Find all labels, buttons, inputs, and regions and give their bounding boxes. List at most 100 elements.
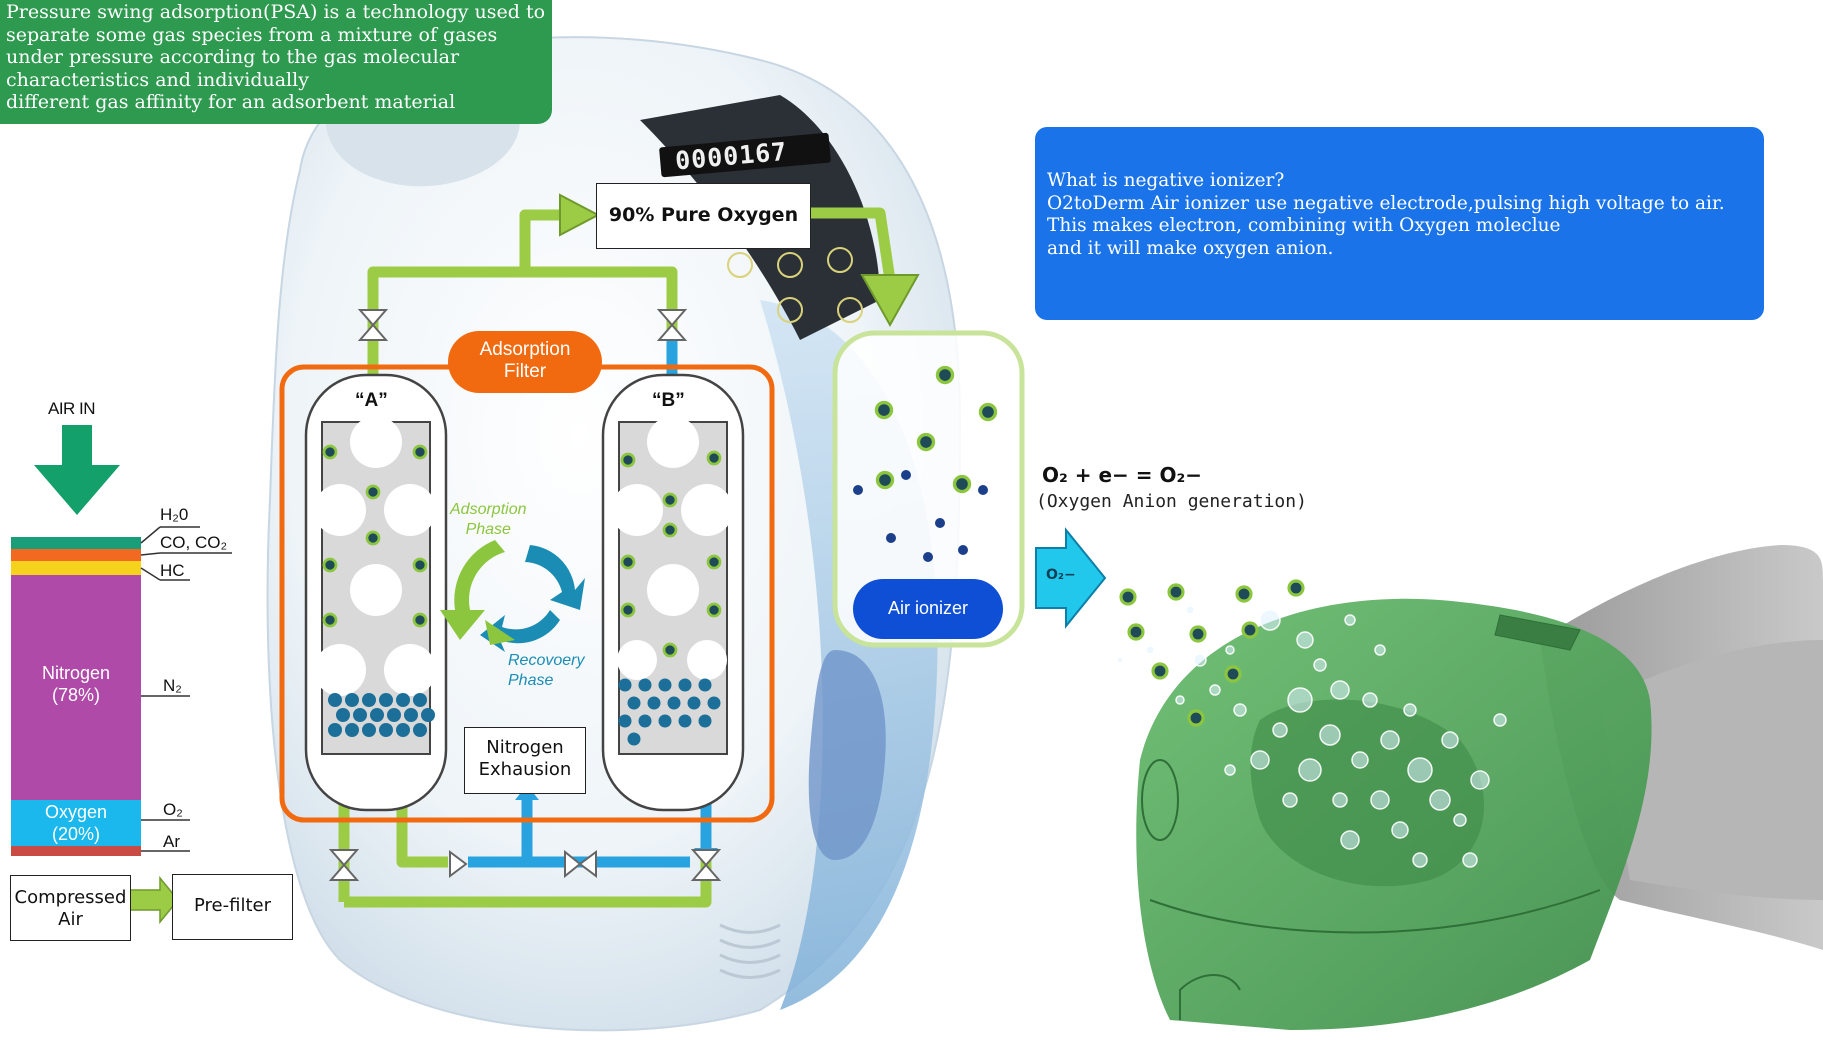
bubble-icon [1462,852,1478,868]
oxygen-molecule-icon [412,444,428,460]
electron-dot-icon [370,708,384,722]
electron-dot-icon [396,693,410,707]
electron-dot-icon [379,723,393,737]
bubble-icon [1250,750,1270,770]
bubble-icon [1412,852,1428,868]
ionizer-line: This makes electron, combining with Oxyg… [1047,215,1561,236]
bubble-icon [1470,770,1490,790]
oxygen-molecule-icon [620,602,636,618]
electron-dot-icon [638,678,652,692]
adsorption-phase-line: Phase [465,521,511,538]
oxygen-molecule-icon [706,450,722,466]
electron-dot-icon [707,696,721,710]
electron-dot-icon [421,708,435,722]
oxygen-molecule-icon [1167,583,1185,601]
electron-dot-icon [678,714,692,728]
oxygen-molecule-icon [875,470,895,490]
oxygen-share: Oxygen (20%) [11,801,141,845]
electron-dot-icon [336,708,350,722]
oxygen-molecule-icon [1187,709,1205,727]
air-ionizer-badge: Air ionizer [853,579,1003,639]
electron-dot-icon [396,723,410,737]
bubble-icon [1380,730,1400,750]
bubble-icon [1209,684,1221,696]
electron-dot-icon [328,723,342,737]
oxygen-molecule-icon [620,554,636,570]
electron-dot-icon [618,678,632,692]
bubble-icon [1313,658,1327,672]
bubble-icon [1298,758,1322,782]
anion-arrow-label: O₂− [1046,567,1076,583]
electron-dot-icon [345,723,359,737]
bubble-icon [1493,713,1507,727]
bubble-icon [1116,656,1124,664]
oxygen-molecule-icon [1235,585,1253,603]
bubble-icon [1296,631,1314,649]
adsorption-filter-badge: Adsorption Filter [448,331,602,393]
psa-line: under pressure according to the gas mole… [6,46,460,68]
electron-dot-icon [978,485,988,495]
bubble-icon [1330,680,1350,700]
oxygen-molecule-icon [322,612,338,628]
compressed-air-line: Compressed [14,887,127,908]
electron-dot-icon [404,708,418,722]
oxygen-molecule-icon [662,492,678,508]
nitrogen-line: Nitrogen [41,663,111,683]
recovery-phase-label: Recovoery Phase [508,651,584,691]
electron-dot-icon [886,533,896,543]
electron-dot-icon [413,723,427,737]
air-in-label: AIR IN [48,399,96,418]
oxygen-line: Oxygen [44,802,108,822]
tower-b-label: “B” [652,390,685,411]
oxygen-molecule-icon [322,557,338,573]
bubble-icon [1429,789,1451,811]
nitrogen-exhaust-label: Nitrogen Exhausion [464,727,586,794]
electron-dot-icon [618,714,632,728]
nitrogen-line: (78%) [51,685,100,705]
pure-oxygen-label: 90% Pure Oxygen [596,183,811,249]
tower-a-label: “A” [355,390,388,411]
psa-line: different gas affinity for an adsorbent … [6,91,456,113]
electron-dot-icon [853,485,863,495]
nitrogen-exhaust-line: Exhausion [478,759,572,780]
ionizer-line: What is negative ionizer? [1047,170,1285,191]
nitrogen-share: Nitrogen (78%) [11,662,141,706]
electron-dot-icon [328,693,342,707]
co-co2-label: CO, CO₂ [160,533,228,552]
oxygen-molecule-icon [620,452,636,468]
electron-dot-icon [698,714,712,728]
bubble-icon [1185,605,1195,615]
electron-dot-icon [379,693,393,707]
electron-dot-icon [658,678,672,692]
electron-dot-icon [362,723,376,737]
oxygen-molecule-icon [978,402,998,422]
tower-a [304,373,448,812]
recycle-icon [440,540,585,652]
oxygen-molecule-icon [365,530,381,546]
o2-label: O₂ [163,800,183,819]
oxygen-molecule-icon [916,432,936,452]
bubble-icon [1391,821,1409,839]
oxygen-line: (20%) [51,824,100,844]
oxygen-molecule-icon [874,400,894,420]
oxygen-molecules [322,365,1305,746]
electron-dot-icon [627,696,641,710]
bubble-icon [1175,695,1185,705]
psa-line: Pressure swing adsorption(PSA) is a tech… [6,1,546,23]
oxygen-molecule-icon [322,444,338,460]
electron-dot-icon [658,714,672,728]
bubble-icon [1225,645,1235,655]
electron-dot-icon [362,693,376,707]
oxygen-molecule-icon [1151,662,1169,680]
compressed-air-label: Compressed Air [10,875,131,941]
electron-dot-icon [687,696,701,710]
electron-dot-icon [923,552,933,562]
h2o-label: H₂0 [160,505,189,524]
electron-dot-icon [627,732,641,746]
adsorption-phase-line: Adsorption [450,501,527,518]
psa-line: characteristics and individually [6,68,309,91]
electron-dot-icon [901,470,911,480]
bubble-icon [1287,687,1313,713]
bubble-icon [1272,722,1288,738]
